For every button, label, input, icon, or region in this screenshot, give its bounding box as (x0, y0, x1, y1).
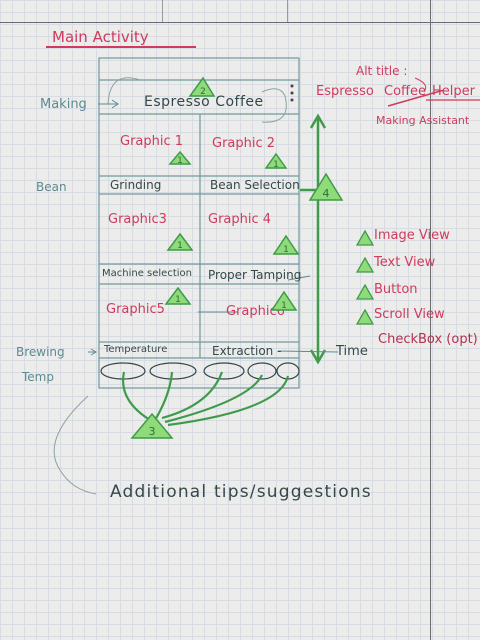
overflow-menu-icon (290, 84, 294, 102)
label-machine-selection: Machine selection (102, 268, 192, 279)
alt-title-word-helper: Helper (432, 84, 475, 99)
title-underline (46, 46, 196, 48)
label-grinding: Grinding (110, 178, 162, 192)
scroll-arrow (300, 113, 327, 365)
triangle-marker-icon (356, 309, 374, 325)
button-connectors (121, 371, 290, 427)
page-title: Main Activity (52, 28, 149, 46)
triangle-marker-icon (264, 152, 288, 169)
legend-label: Scroll View (374, 307, 445, 322)
marker-number: 4 (323, 187, 330, 200)
graphic-3: Graphic3 (108, 212, 167, 227)
top-edge-line (0, 22, 480, 23)
label-extraction: Extraction - (212, 344, 282, 358)
fold-line-a (162, 0, 163, 22)
graphic-4: Graphic 4 (208, 212, 272, 227)
graphic-5: Graphic5 (106, 302, 165, 317)
triangle-marker-icon (164, 286, 192, 305)
alt-title-subtitle: Making Assistant (376, 114, 470, 127)
additional-tips-note: Additional tips/suggestions (110, 482, 372, 502)
triangle-marker-icon (130, 412, 174, 439)
label-brewing: Brewing (16, 345, 65, 359)
graphic-1: Graphic 1 (120, 134, 184, 149)
marker-number: 1 (175, 295, 181, 305)
triangle-marker-icon (356, 257, 374, 273)
legend-item: Button (356, 282, 480, 302)
label-bean: Bean (36, 180, 67, 194)
label-temperature: Temperature (104, 344, 168, 355)
marker-number: 1 (177, 156, 183, 166)
label-bean-selection: Bean Selection (210, 178, 300, 192)
app-bar-title: Espresso Coffee (144, 94, 264, 110)
legend-item: Image View (356, 228, 480, 248)
alt-title-label: Alt title : (356, 64, 408, 78)
legend-item: Text View (356, 255, 480, 275)
triangle-marker-icon (188, 76, 216, 97)
marker-number: 2 (200, 87, 206, 97)
graphic-2: Graphic 2 (212, 136, 276, 151)
strikethrough-coffee (387, 89, 445, 107)
label-proper-tamping: Proper Tamping (208, 268, 302, 282)
marker-number: 1 (281, 301, 287, 311)
legend-item: Scroll View (356, 307, 480, 327)
legend-label: Button (374, 282, 418, 297)
triangle-marker-icon (308, 172, 344, 201)
triangle-marker-icon (272, 234, 300, 255)
marker-number: 1 (283, 245, 289, 255)
marker-number: 3 (149, 425, 156, 438)
legend-label: Text View (374, 255, 436, 270)
triangle-marker-icon (270, 290, 298, 311)
label-time: Time (336, 344, 368, 359)
graphic-6: Graphic6 (226, 304, 285, 319)
fold-line-b (287, 0, 288, 22)
triangle-marker-icon (168, 150, 192, 165)
triangle-marker-icon (166, 232, 194, 251)
label-making: Making (40, 97, 87, 112)
triangle-marker-icon (356, 284, 374, 300)
triangle-marker-icon (356, 230, 374, 246)
checkbox-note: CheckBox (opt) (378, 332, 478, 347)
right-edge-line (430, 0, 431, 640)
marker-number: 1 (177, 241, 183, 251)
label-temp: Temp (22, 370, 54, 384)
marker-number: 1 (273, 160, 279, 170)
alt-title-word-coffee: Coffee (384, 84, 426, 99)
alt-title-word-espresso: Espresso (316, 84, 374, 99)
legend-label: Image View (374, 228, 450, 243)
